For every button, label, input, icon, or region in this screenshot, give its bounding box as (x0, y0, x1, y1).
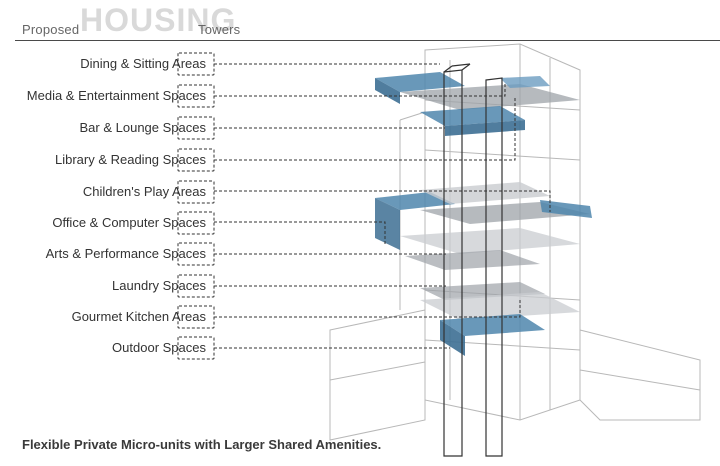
title-main: HOUSING (80, 2, 237, 38)
label-library: Library & Reading Spaces (54, 152, 206, 167)
upper-amenity-floors (375, 72, 580, 136)
label-arts: Arts & Performance Spaces (45, 246, 206, 261)
title-suffix: Towers (198, 22, 241, 37)
middle-amenity-floors (375, 182, 592, 270)
label-office: Office & Computer Spaces (52, 215, 206, 230)
title-prefix: Proposed (22, 22, 80, 37)
label-media: Media & Entertainment Spaces (26, 88, 206, 103)
leader-lines (177, 52, 551, 360)
label-laundry: Laundry Spaces (112, 278, 206, 293)
title-rule (15, 40, 720, 41)
label-outdoor: Outdoor Spaces (112, 340, 206, 355)
footer-caption: Flexible Private Micro-units with Larger… (22, 437, 382, 452)
core-shafts (443, 63, 503, 457)
label-childrens-play: Children's Play Areas (82, 184, 206, 199)
lower-amenity-floors (420, 282, 580, 356)
label-kitchen: Gourmet Kitchen Areas (71, 309, 206, 324)
label-bar: Bar & Lounge Spaces (79, 120, 206, 135)
label-dining: Dining & Sitting Areas (80, 56, 206, 71)
